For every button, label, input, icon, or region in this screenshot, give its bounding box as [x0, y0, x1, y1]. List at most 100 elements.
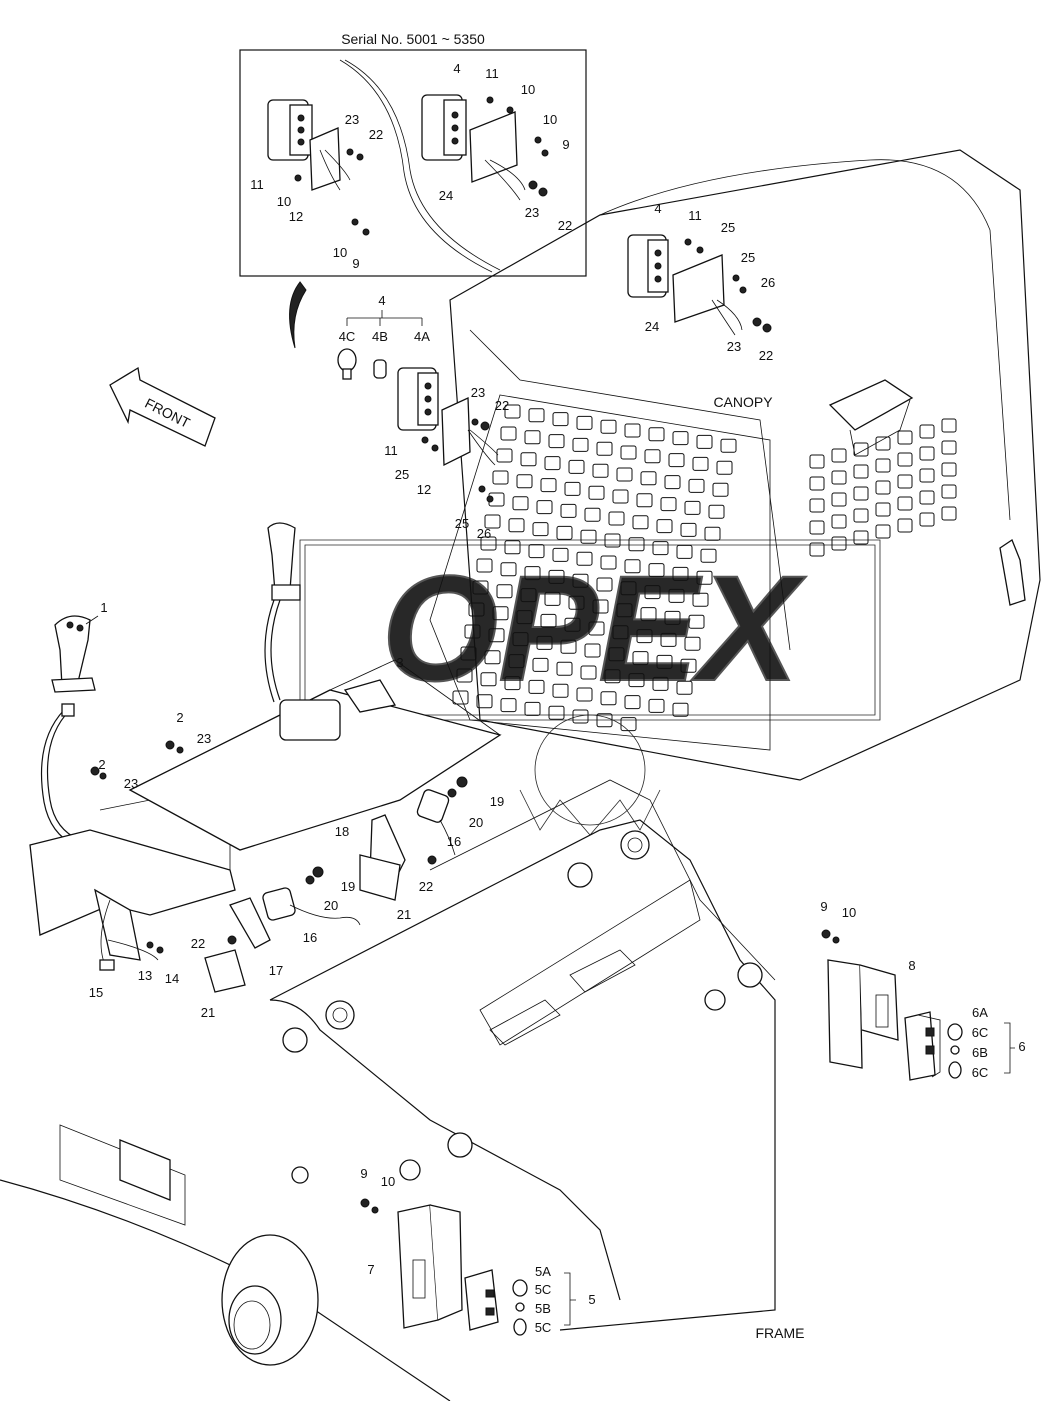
lamp-callout: 4C: [339, 329, 356, 344]
svg-text:16: 16: [447, 834, 461, 849]
svg-text:13: 13: [138, 968, 152, 983]
right-joystick: [264, 522, 301, 703]
inset-callout: 10: [521, 82, 535, 97]
svg-text:22: 22: [419, 879, 433, 894]
svg-text:6B: 6B: [972, 1045, 988, 1060]
svg-text:23: 23: [197, 731, 211, 746]
canopy-work-lamp-group: 4 11 25 25 26 24 23 22: [627, 201, 775, 363]
tail-lamp-5a: [464, 1269, 499, 1331]
svg-text:9: 9: [360, 1166, 367, 1181]
inset-callout: 22: [558, 218, 572, 233]
machine-frame: FRAME: [0, 779, 805, 1402]
canopy-vent: [828, 379, 914, 431]
right-tail-lamp-group: 9 10 8 6A 6C 6B 6C 6: [820, 899, 1026, 1081]
canopy-callout: 22: [759, 348, 773, 363]
canopy-callout: 4: [654, 201, 661, 216]
inset-callout: 11: [250, 177, 264, 192]
inset-callout: 9: [352, 256, 359, 271]
inset-callout: 24: [439, 188, 453, 203]
svg-text:5A: 5A: [535, 1264, 551, 1279]
canopy-callout: 11: [688, 208, 702, 223]
svg-text:5C: 5C: [535, 1320, 552, 1335]
control-callouts: 3 2 23 2 23 19 18 16 20 22 21 19 20 16 2…: [89, 655, 504, 1020]
inset-callout: 23: [525, 205, 539, 220]
canopy-callout: 26: [761, 275, 775, 290]
inset-callout: 9: [562, 137, 569, 152]
svg-text:5B: 5B: [535, 1301, 551, 1316]
svg-text:15: 15: [89, 985, 103, 1000]
lamp-callout: 12: [417, 482, 431, 497]
canopy-lamp-bracket: [672, 254, 725, 323]
svg-text:14: 14: [165, 971, 179, 986]
lamp-callout: 4B: [372, 329, 388, 344]
inset-pointer: [289, 281, 307, 349]
svg-text:18: 18: [335, 824, 349, 839]
svg-text:6C: 6C: [972, 1025, 989, 1040]
inset-title: Serial No. 5001 ~ 5350: [341, 31, 485, 47]
canopy-callout: 25: [741, 250, 755, 265]
svg-text:5C: 5C: [535, 1282, 552, 1297]
lamp-callout: 25: [455, 516, 469, 531]
front-arrow: FRONT: [109, 366, 216, 447]
inset-callout: 12: [289, 209, 303, 224]
svg-text:21: 21: [397, 907, 411, 922]
svg-text:8: 8: [908, 958, 915, 973]
bulb-4b: [373, 359, 387, 379]
lamp-bracket-12: [441, 397, 471, 467]
svg-text:20: 20: [469, 815, 483, 830]
control-hardware: [204, 776, 468, 993]
control-callout: 1: [100, 600, 107, 615]
inset-bracket-left: [309, 127, 341, 191]
frame-label: FRAME: [756, 1325, 805, 1341]
front-work-lamp-group: 4 4C 4B 4A 23 22 11 25 12 25 26: [337, 293, 509, 541]
inset-panel: Serial No. 5001 ~ 5350 4 11 10 10 9 23 2…: [239, 31, 587, 277]
canopy-callout: 24: [645, 319, 659, 334]
left-tail-lamp-group: 9 10 7 5A 5C 5B 5C 5: [360, 1166, 596, 1336]
watermark-text: OPEX: [382, 544, 807, 712]
svg-text:19: 19: [490, 794, 504, 809]
svg-text:20: 20: [324, 898, 338, 913]
canopy-guard-grid: [429, 394, 771, 751]
lamp-callout: 22: [495, 398, 509, 413]
lamp-callout: 25: [395, 467, 409, 482]
bulb-4c: [337, 348, 357, 372]
lamp-callout: 4A: [414, 329, 430, 344]
svg-text:3: 3: [396, 655, 403, 670]
canopy-callout: 23: [727, 339, 741, 354]
svg-text:17: 17: [269, 963, 283, 978]
svg-text:2: 2: [176, 710, 183, 725]
inset-callout: 11: [485, 66, 499, 81]
svg-text:6C: 6C: [972, 1065, 989, 1080]
svg-text:21: 21: [201, 1005, 215, 1020]
lamp-callout: 23: [471, 385, 485, 400]
canopy: CANOPY: [429, 149, 1041, 781]
inset-callout: 10: [277, 194, 291, 209]
inset-callout: 23: [345, 112, 359, 127]
svg-text:9: 9: [820, 899, 827, 914]
left-control-plate: [29, 799, 236, 971]
inset-callout: 10: [333, 245, 347, 260]
svg-text:5: 5: [588, 1292, 595, 1307]
svg-text:7: 7: [367, 1262, 374, 1277]
svg-text:6A: 6A: [972, 1005, 988, 1020]
canopy-label: CANOPY: [713, 394, 773, 410]
lamp-callout: 4: [378, 293, 385, 308]
inset-callout: 22: [369, 127, 383, 142]
lamp-callout: 26: [477, 526, 491, 541]
lamp-guard-8: [827, 959, 863, 1069]
svg-text:23: 23: [124, 776, 138, 791]
left-joystick: 1: [40, 600, 108, 847]
svg-text:22: 22: [191, 936, 205, 951]
canopy-callout: 25: [721, 220, 735, 235]
svg-text:16: 16: [303, 930, 317, 945]
inset-frame: [239, 49, 587, 277]
svg-text:2: 2: [98, 757, 105, 772]
svg-text:19: 19: [341, 879, 355, 894]
svg-text:6: 6: [1018, 1039, 1025, 1054]
inset-bracket-right: [469, 111, 518, 183]
watermark: OPEX: [299, 539, 881, 836]
right-control-plate: [90, 659, 502, 851]
inset-callout: 10: [543, 112, 557, 127]
lamp-callout: 11: [384, 443, 398, 458]
